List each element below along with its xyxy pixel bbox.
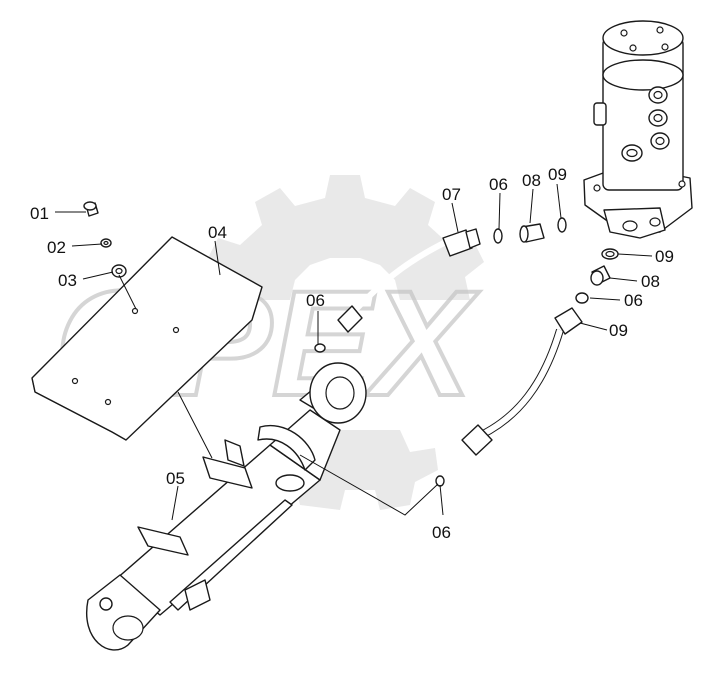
o-ring-lower — [575, 292, 589, 304]
seal-upper — [557, 217, 567, 233]
swivel-joint — [583, 20, 693, 239]
callout-08-lower: 08 — [641, 272, 660, 291]
seal-lower — [601, 248, 619, 260]
callout-labels: 01 02 03 04 05 06 06 06 06 07 08 08 09 0… — [30, 165, 674, 542]
callout-09-right: 09 — [655, 247, 674, 266]
o-ring-cylinder-top — [314, 343, 326, 353]
lock-washer — [100, 238, 112, 248]
guard-plate — [31, 236, 263, 441]
callout-02: 02 — [47, 238, 66, 257]
callout-01: 01 — [30, 204, 49, 223]
flat-washer — [111, 264, 127, 278]
callout-05: 05 — [166, 469, 185, 488]
hydraulic-cylinder — [86, 362, 367, 651]
callout-09-upper: 09 — [548, 165, 567, 184]
leader-lines — [55, 183, 653, 521]
bolt — [83, 201, 99, 217]
callout-06-upper: 06 — [489, 175, 508, 194]
callout-03: 03 — [58, 271, 77, 290]
callout-07: 07 — [442, 185, 461, 204]
callout-08-upper: 08 — [522, 171, 541, 190]
callout-06-lower: 06 — [624, 291, 643, 310]
callout-06-cylinder-bottom: 06 — [432, 523, 451, 542]
o-ring-upper — [493, 228, 503, 244]
upper-hose — [337, 228, 481, 333]
adapter-lower — [590, 265, 611, 286]
callout-06-cylinder-top: 06 — [306, 291, 325, 310]
callout-09-lower: 09 — [609, 321, 628, 340]
callout-04: 04 — [208, 223, 227, 242]
lower-hose — [461, 307, 583, 456]
adapter-upper — [519, 223, 545, 243]
